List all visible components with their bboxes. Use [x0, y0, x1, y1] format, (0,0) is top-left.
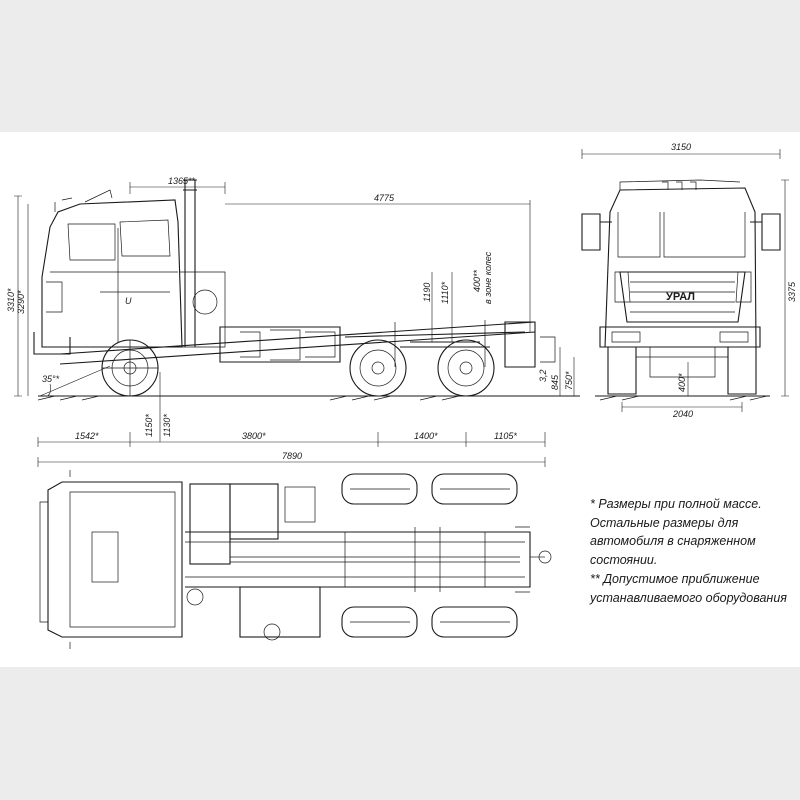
wheel-zone-note: в зоне колес	[483, 251, 493, 304]
left-mirror	[581, 213, 612, 251]
grille-logo: УРАЛ	[666, 291, 695, 303]
front-view: УРАЛ	[581, 179, 781, 401]
dim-overall-width: 3150	[671, 142, 691, 152]
dim-frame-height-1: 1190	[422, 283, 432, 302]
dim-cab-overhang: 1365**	[168, 176, 196, 186]
dim-approach-angle: 35°*	[42, 374, 60, 384]
front-cab-outline	[604, 187, 757, 348]
dim-wheelbase: 3800*	[242, 431, 266, 441]
note-full-mass: * Размеры при полной массе. Остальные ра…	[590, 497, 762, 567]
dim-front-overhang: 1542*	[75, 431, 99, 441]
dim-frame-length: 4775	[374, 193, 395, 203]
grille	[619, 271, 746, 323]
dim-frame-bottom-1: 845	[550, 374, 560, 390]
front-dimensions: 3150 3375 2040 400*	[581, 142, 797, 419]
dim-overall-length: 7890	[282, 451, 302, 461]
dim-frame-height-2: 1110*	[440, 281, 450, 304]
frame-rail	[59, 321, 536, 365]
dim-frame-bottom-2: 750*	[564, 371, 574, 390]
side-view: U	[33, 179, 580, 401]
rear-wheel-2	[437, 339, 495, 397]
dim-rear-overhang: 1105*	[494, 431, 517, 441]
front-wheel	[101, 339, 159, 397]
note-equipment-clearance: ** Допустимое приближение устанавливаемо…	[590, 572, 787, 605]
dim-cab-height: 3290*	[16, 290, 26, 314]
door-marking: U	[125, 296, 132, 306]
top-frame-rails	[185, 531, 525, 588]
dim-clearance-axle: 1150*	[144, 414, 154, 437]
dim-frame-bottom-3: 3,2	[538, 369, 548, 382]
side-dimensions: 1365** 4775 3310* 3290* 35°* 1150* 1130*…	[6, 176, 575, 467]
technical-drawing: U	[6, 142, 797, 649]
dim-bogie-spacing: 1400*	[414, 431, 438, 441]
cab-outline	[41, 199, 183, 348]
notes-block: * Размеры при полной массе. Остальные ра…	[590, 495, 795, 608]
top-view	[39, 470, 552, 649]
rear-wheel-1	[349, 339, 407, 397]
dim-clearance: 1130*	[162, 414, 172, 437]
drawing-sheet: U	[0, 132, 800, 667]
dim-track-width: 2040	[672, 409, 693, 419]
top-cab-outline	[47, 481, 183, 638]
top-rear-wheels	[341, 473, 518, 638]
dim-rear-height: 3375	[787, 281, 797, 302]
dim-rear-clearance: 400*	[677, 373, 687, 392]
right-mirror	[750, 213, 781, 251]
exhaust-stack	[183, 179, 197, 347]
dim-frame-height-3: 400**	[472, 269, 482, 292]
dim-overall-height: 3310*	[6, 288, 16, 312]
